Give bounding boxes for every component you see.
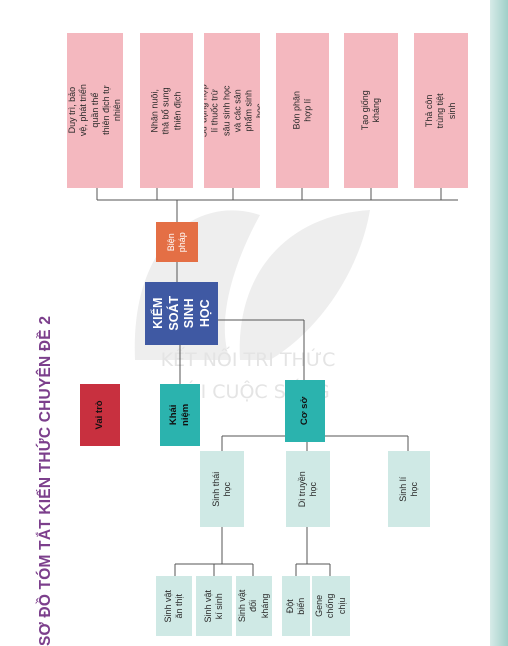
ecology-label-2: Sinh vật kí sinh <box>202 589 224 623</box>
measure-label-5: Tạo giống kháng <box>359 90 381 131</box>
base-label-3: Sinh lí học <box>397 476 419 502</box>
branch-vai-tro: Vai trò <box>80 384 120 446</box>
measure-label-3: Sử dụng hợp lí thuốc trừ sâu sinh học và… <box>204 84 260 137</box>
measure-label-4: Bón phân hợp lí <box>291 91 313 130</box>
ecology-label-3: Sinh vật đối kháng <box>237 589 270 623</box>
genetics-item-1: Đột biến <box>282 576 310 636</box>
base-di-truyen-hoc: Di truyền học <box>286 451 330 527</box>
measure-box-3: Sử dụng hợp lí thuốc trừ sâu sinh học và… <box>204 33 260 188</box>
measure-box-4: Bón phân hợp lí <box>276 33 329 188</box>
base-label-2: Di truyền học <box>296 471 318 508</box>
branch-bien-phap: Biện pháp <box>156 222 198 262</box>
genetics-label-2: Gene chống chịu <box>314 593 347 619</box>
genetics-item-2: Gene chống chịu <box>312 576 350 636</box>
measure-box-1: Duy trì, bảo vệ, phát triển quần thể thi… <box>67 33 123 188</box>
branch-khai-niem-label: Khái niệm <box>168 403 191 427</box>
ecology-item-2: Sinh vật kí sinh <box>196 576 232 636</box>
side-stripe <box>490 0 508 646</box>
ecology-item-3: Sinh vật đối kháng <box>236 576 272 636</box>
measure-box-5: Tạo giống kháng <box>344 33 398 188</box>
measure-box-2: Nhân nuôi, thả bổ sung thiên địch <box>140 33 193 188</box>
branch-bien-phap-label: Biện pháp <box>165 231 187 253</box>
measure-label-1: Duy trì, bảo vệ, phát triển quần thể thi… <box>67 84 122 137</box>
base-sinh-li-hoc: Sinh lí học <box>388 451 430 527</box>
page-title: SƠ ĐỒ TÓM TẮT KIẾN THỨC CHUYÊN ĐỀ 2 <box>37 315 54 646</box>
branch-co-so-label: Cơ sở <box>299 396 311 426</box>
center-node: KIỂM SOÁT SINH HỌC <box>145 282 218 345</box>
measure-label-6: Thả côn trùng tiệt sinh <box>424 92 457 129</box>
branch-vai-tro-label: Vai trò <box>94 400 106 430</box>
ecology-label-1: Sinh vật ăn thịt <box>162 589 184 623</box>
measure-label-2: Nhân nuôi, thả bổ sung thiên địch <box>149 86 183 135</box>
measure-box-6: Thả côn trùng tiệt sinh <box>414 33 468 188</box>
base-sinh-thai-hoc: Sinh thái học <box>200 451 244 527</box>
branch-khai-niem: Khái niệm <box>160 384 200 446</box>
genetics-label-1: Đột biến <box>284 597 306 615</box>
branch-co-so: Cơ sở <box>285 380 325 442</box>
base-label-1: Sinh thái học <box>210 471 232 507</box>
center-label: KIỂM SOÁT SINH HỌC <box>150 296 212 331</box>
ecology-item-1: Sinh vật ăn thịt <box>156 576 192 636</box>
